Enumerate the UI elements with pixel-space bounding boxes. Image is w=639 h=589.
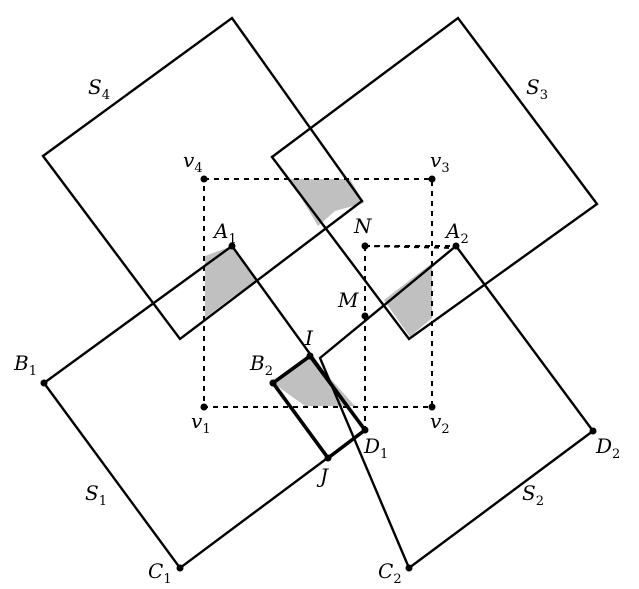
point-n (361, 242, 369, 250)
point-b2 (269, 379, 277, 387)
label-v4: v4 (183, 148, 203, 176)
shaded-region-upper (290, 179, 364, 226)
point-j (324, 454, 332, 462)
point-v4 (200, 175, 208, 183)
label-n: N (353, 214, 373, 238)
point-c2 (405, 564, 413, 572)
points (40, 175, 597, 572)
label-v2: v2 (430, 409, 450, 437)
square-s2 (318, 244, 595, 570)
label-b1: B1 (13, 351, 37, 379)
square-s3 (270, 16, 599, 341)
label-s4: S4 (88, 75, 110, 103)
label-c1: C1 (148, 559, 172, 587)
label-v3: v3 (430, 148, 450, 176)
point-v2 (428, 403, 436, 411)
point-a1 (228, 242, 236, 250)
point-m (361, 312, 369, 320)
point-c1 (176, 564, 184, 572)
shaded-region-right (384, 263, 432, 337)
point-b1 (40, 379, 48, 387)
point-d1 (361, 426, 369, 434)
label-d1: D1 (363, 434, 388, 462)
label-j: J (316, 464, 329, 488)
dashed-rectangle-v (203, 178, 433, 408)
label-b2: B2 (249, 351, 273, 379)
label-s3: S3 (526, 75, 548, 103)
label-c2: C2 (378, 559, 402, 587)
label-a1: A1 (212, 219, 237, 247)
label-s1: S1 (85, 481, 107, 509)
point-v3 (428, 175, 436, 183)
point-d2 (589, 427, 597, 435)
point-a2 (452, 242, 460, 250)
label-s2: S2 (522, 481, 544, 509)
label-v1: v1 (191, 409, 211, 437)
point-i (306, 352, 314, 360)
shaded-region-left (205, 246, 256, 318)
label-a2: A2 (444, 219, 469, 247)
point-v1 (200, 403, 208, 411)
square-s4 (41, 16, 364, 341)
label-d2: D2 (595, 434, 620, 462)
label-m: M (337, 288, 359, 312)
label-i: I (304, 326, 314, 350)
